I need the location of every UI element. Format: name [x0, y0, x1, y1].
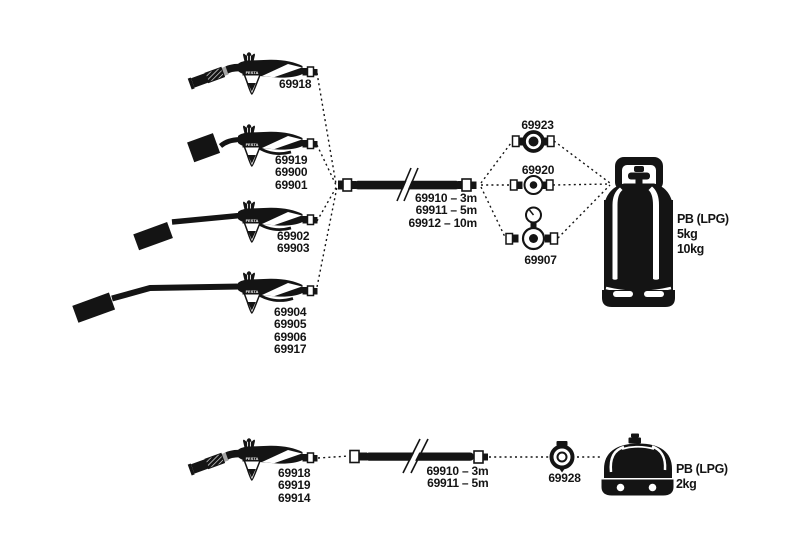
size: 10kg — [677, 241, 704, 256]
torch-69918 — [187, 51, 319, 95]
fuel-type: PB (LPG) — [676, 461, 728, 476]
part-number: 69904 — [274, 305, 307, 319]
torch-69902 — [133, 199, 319, 251]
hose-option: 69911 – 5m — [427, 476, 489, 491]
torch-bottom — [187, 437, 319, 481]
label-hose-bottom-options: 69910 – 3m 69911 – 5m — [426, 465, 488, 490]
label-torch3-parts: 69902 69903 — [277, 229, 310, 256]
part-number: 69918 — [278, 466, 311, 480]
regulator-69920 — [509, 175, 554, 195]
label-cartridge: PB (LPG) 2kg — [676, 462, 728, 492]
hose-option: 69911 – 5m — [415, 203, 478, 218]
gas-cartridge-small — [601, 433, 674, 496]
part-number: 69900 — [275, 165, 308, 180]
part-number: 69906 — [274, 329, 307, 344]
label-torch2-parts: 69919 69900 69901 — [275, 153, 308, 192]
part-number: 69903 — [277, 241, 310, 256]
hose-option: 69910 – 3m — [426, 464, 489, 478]
part-number: 69919 — [275, 153, 308, 167]
torch-69904 — [72, 270, 319, 323]
hose-top — [338, 167, 477, 202]
part-number: 69917 — [274, 342, 307, 357]
torch-69919 — [187, 123, 319, 167]
part-number: 69905 — [274, 317, 307, 332]
size: 2kg — [676, 476, 697, 491]
hose-option: 69912 – 10m — [408, 215, 477, 230]
part-number: 69901 — [275, 177, 308, 192]
regulator-69907 — [505, 206, 559, 251]
size: 5kg — [677, 226, 698, 241]
hose-option: 69910 – 3m — [414, 191, 477, 205]
label-torch1-part: 69918 — [279, 77, 312, 91]
part-number: 69919 — [278, 478, 311, 493]
regulator-69928 — [549, 441, 575, 473]
label-hose-top-options: 69910 – 3m 69911 – 5m 69912 – 10m — [408, 191, 478, 230]
part-number: 69914 — [278, 490, 311, 505]
part-number: 69902 — [277, 229, 310, 243]
gas-cylinder-large — [602, 157, 675, 307]
label-regulator-69928: 69928 — [548, 471, 581, 485]
label-regulator-69907: 69907 — [524, 252, 557, 267]
connector-lines — [315, 72, 611, 459]
fuel-type: PB (LPG) — [677, 211, 729, 226]
label-torch4-parts: 69904 69905 69906 69917 — [274, 305, 307, 357]
label-torch-bottom-parts: 69918 69919 69914 — [278, 466, 311, 505]
hose-bottom — [349, 438, 488, 474]
label-regulator-69923: 69923 — [521, 117, 554, 132]
label-cylinder: PB (LPG) 5kg 10kg — [677, 212, 729, 257]
label-regulator-69920: 69920 — [521, 162, 555, 177]
regulator-69923 — [511, 130, 555, 153]
